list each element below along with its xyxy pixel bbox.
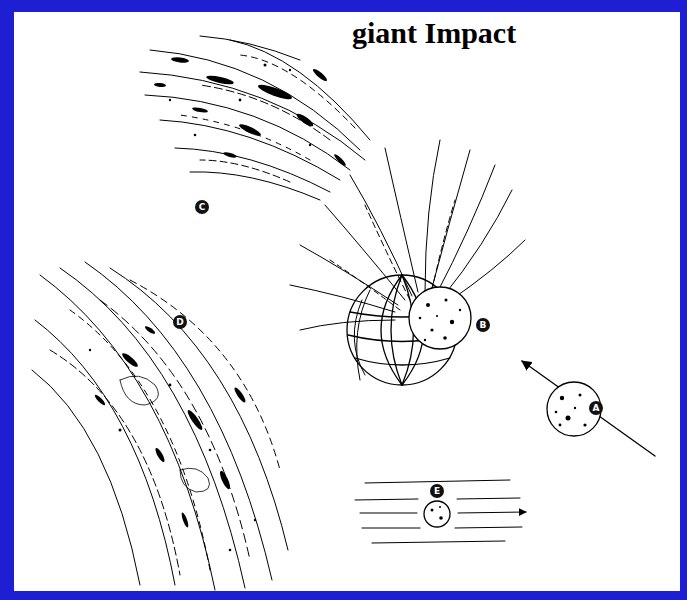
callout-letter: B [476, 318, 490, 332]
debris-streaks-c [140, 36, 370, 200]
white-panel [14, 12, 680, 591]
callout-letter: E [430, 484, 444, 498]
diagram-title: giant Impact [352, 16, 516, 49]
callout-letter: A [589, 401, 603, 415]
debris-loops-d [120, 376, 210, 492]
incoming-body [522, 361, 655, 456]
moon [355, 480, 526, 543]
debris-blobs-c [154, 57, 347, 167]
debris-blobs-d [89, 325, 256, 551]
callout-letter: C [195, 200, 209, 214]
impactor [409, 287, 471, 349]
impact-spray [290, 140, 525, 380]
debris-arcs-d [32, 262, 288, 590]
callout-letter: D [173, 315, 187, 329]
